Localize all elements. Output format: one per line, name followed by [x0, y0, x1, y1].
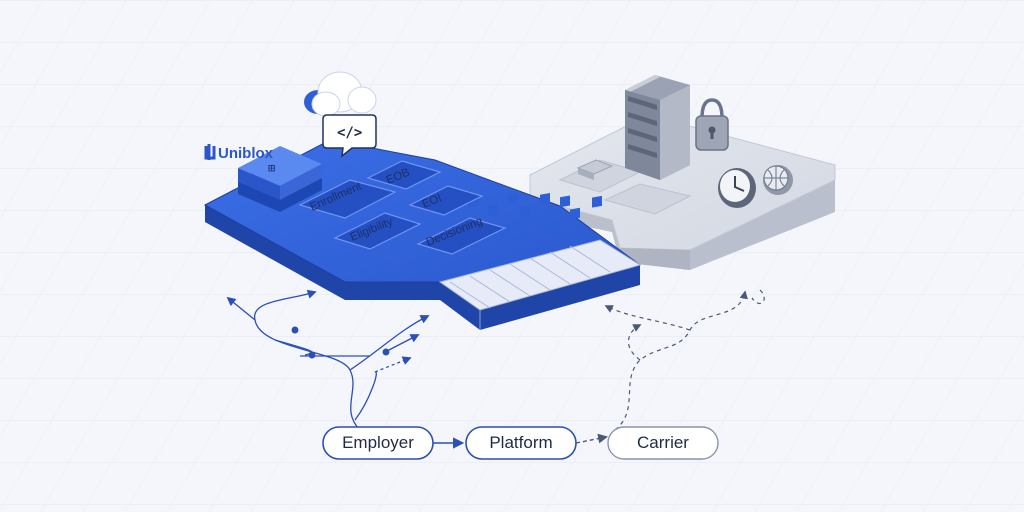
- document-icon: ⊞: [268, 161, 275, 175]
- globe-icon: [763, 165, 793, 195]
- flow-label-platform: Platform: [489, 433, 552, 452]
- document-tile: ⊞: [238, 146, 322, 212]
- clock-icon: [718, 168, 756, 208]
- carrier-connector-lines: [604, 289, 765, 431]
- brand-name: Uniblox: [218, 145, 274, 162]
- data-cubes: [468, 192, 602, 238]
- lock-icon: [695, 98, 729, 151]
- flow-node-carrier: Carrier: [607, 426, 719, 460]
- code-bubble: </>: [322, 114, 377, 158]
- flow-node-platform: Platform: [465, 426, 577, 460]
- employer-connector-lines: [226, 289, 430, 431]
- server-stack-icon: [625, 75, 690, 180]
- flow-label-carrier: Carrier: [637, 433, 689, 452]
- module-eob: EOB: [366, 160, 442, 190]
- module-eoi: EOI: [408, 185, 484, 216]
- arrow-platform-to-carrier: [575, 433, 608, 444]
- carrier-platform: [529, 114, 836, 270]
- flow-label-employer: Employer: [342, 433, 414, 452]
- document-stack-icon: [576, 159, 614, 180]
- cloud-icon: [304, 71, 377, 117]
- code-icon: </>: [337, 125, 362, 141]
- brand-logo: Uniblox: [204, 144, 274, 162]
- flow-node-employer: Employer: [322, 426, 434, 460]
